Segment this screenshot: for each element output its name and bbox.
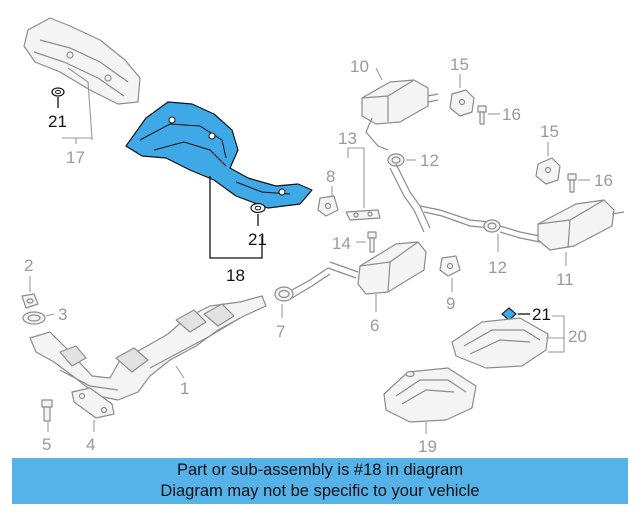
heat-shield-20 (451, 317, 549, 369)
callout-12-a: 12 (420, 151, 439, 170)
gasket-12-upper (387, 153, 405, 167)
clip-21-center (250, 202, 266, 214)
callout-20: 20 (568, 327, 587, 346)
callout-17: 17 (66, 148, 85, 167)
gasket-3 (22, 311, 46, 325)
bolt-16-lower (567, 173, 577, 193)
callout-6: 6 (370, 316, 379, 335)
callout-16-b: 16 (594, 171, 613, 190)
bolt-16-upper (477, 105, 487, 125)
muffler-11 (499, 199, 625, 251)
callout-7: 7 (276, 322, 285, 341)
notice-banner: Part or sub-assembly is #18 in diagram D… (12, 458, 628, 504)
hanger-bracket-15-upper (449, 89, 475, 117)
heat-shield-17 (23, 17, 141, 105)
callout-19: 19 (418, 437, 437, 456)
flange-4 (71, 387, 115, 419)
callout-18: 18 (226, 266, 245, 285)
clip-21-right (501, 307, 517, 321)
callout-21-c: 21 (532, 305, 551, 324)
callout-11: 11 (556, 270, 574, 289)
bolt-5 (41, 399, 53, 422)
callout-4: 4 (86, 435, 95, 454)
rubber-hanger-8 (317, 195, 339, 217)
callout-15-b: 15 (540, 122, 559, 141)
banner-line-2: Diagram may not be specific to your vehi… (160, 482, 480, 500)
heat-shield-18-highlighted (125, 101, 313, 209)
callout-10: 10 (350, 57, 369, 76)
muffler-10 (361, 79, 439, 151)
clip-21-topleft (51, 87, 65, 97)
callout-8: 8 (326, 167, 335, 186)
callout-1: 1 (180, 379, 189, 398)
bolt-14 (367, 231, 377, 253)
gasket-12-lower (483, 219, 501, 233)
callout-13: 13 (338, 129, 357, 148)
callout-16-a: 16 (502, 105, 521, 124)
callout-12-b: 12 (488, 258, 507, 277)
callout-9: 9 (446, 294, 455, 313)
front-pipe-1 (29, 295, 267, 401)
callout-3: 3 (58, 305, 67, 324)
callout-2: 2 (24, 256, 33, 275)
callout-5: 5 (42, 435, 51, 454)
heat-shield-19 (383, 367, 477, 423)
callout-14: 14 (332, 234, 351, 253)
clamp-7 (274, 267, 331, 302)
callout-15-a: 15 (450, 55, 469, 74)
center-pipe (389, 163, 491, 233)
gasket-2 (21, 293, 39, 309)
callout-21-b: 21 (248, 230, 267, 249)
rubber-hanger-9 (439, 255, 461, 277)
banner-line-1: Part or sub-assembly is #18 in diagram (176, 461, 464, 479)
hanger-bracket-15-lower (535, 157, 561, 185)
center-muffler-6 (327, 241, 427, 295)
callout-21-a: 21 (48, 112, 67, 131)
bracket-13 (345, 209, 381, 221)
